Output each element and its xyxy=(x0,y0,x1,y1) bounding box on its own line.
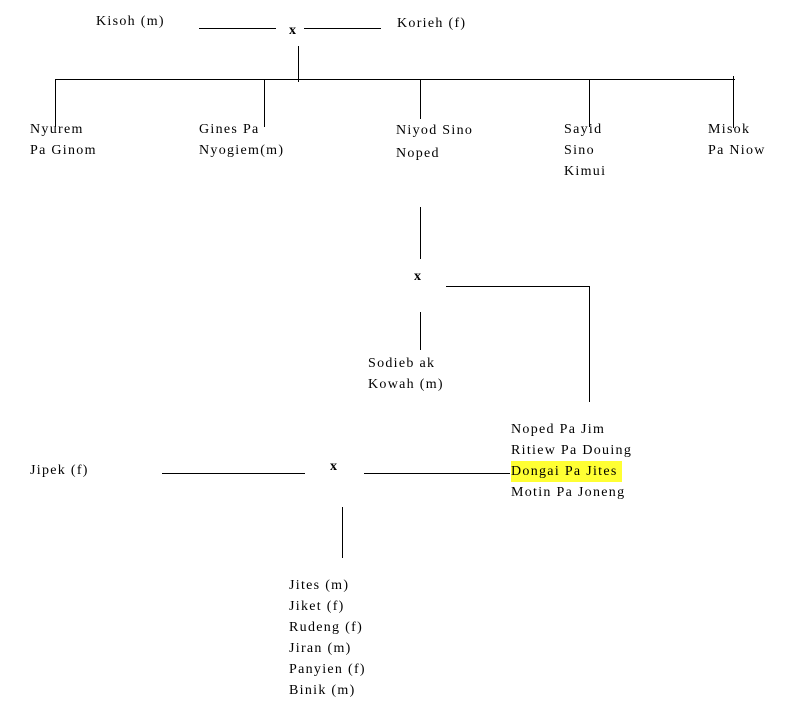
name-line: Noped xyxy=(396,146,440,161)
name-line: Niyod Sino xyxy=(396,123,474,138)
person-nyurem: Nyurem Pa Ginom xyxy=(30,119,97,161)
descent-line-2 xyxy=(420,312,421,350)
wife-item: Motin Pa Joneng xyxy=(511,485,626,500)
descent-line-1 xyxy=(298,46,299,82)
person-niyod: Niyod Sino Noped xyxy=(396,119,473,165)
drop-nyurem xyxy=(55,79,56,127)
name-line: Kowah (m) xyxy=(368,377,444,392)
name-line: Kimui xyxy=(564,164,607,179)
marriage-mark-3: x xyxy=(330,459,337,474)
name-line: Sodieb ak xyxy=(368,356,436,371)
descent-line-3 xyxy=(342,507,343,558)
person-kisoh: Kisoh (m) xyxy=(96,14,165,29)
child-item: Jiran (m) xyxy=(289,641,352,656)
marriage-mark-1: x xyxy=(289,23,296,38)
child-item: Jites (m) xyxy=(289,578,350,593)
highlight-mark: Dongai Pa Jites xyxy=(511,461,622,482)
marriage-line-2 xyxy=(446,286,590,287)
drop-niyod xyxy=(420,79,421,119)
name-line: Nyurem xyxy=(30,122,84,137)
wife-item-highlighted: Dongai Pa Jites xyxy=(511,461,632,482)
child-item: Panyien (f) xyxy=(289,662,366,677)
child-item: Jiket (f) xyxy=(289,599,345,614)
marriage-line-right-3 xyxy=(364,473,510,474)
child-item: Binik (m) xyxy=(289,683,356,698)
sibling-bar xyxy=(55,79,735,80)
drop-misok xyxy=(733,76,734,128)
wife-item: Ritiew Pa Douing xyxy=(511,443,633,458)
child-item: Rudeng (f) xyxy=(289,620,364,635)
name-line: Gines Pa xyxy=(199,122,260,137)
name-line: Sino xyxy=(564,143,595,158)
marriage-mark-2: x xyxy=(414,269,421,284)
person-sodiebak: Sodieb ak Kowah (m) xyxy=(368,353,444,395)
wives-link-line xyxy=(589,286,590,402)
drop-sayid xyxy=(589,79,590,127)
niyod-down-line xyxy=(420,207,421,259)
person-sayid: Sayid Sino Kimui xyxy=(564,119,606,182)
person-jipek: Jipek (f) xyxy=(30,463,89,478)
name-line: Nyogiem(m) xyxy=(199,143,285,158)
wife-item: Noped Pa Jim xyxy=(511,422,606,437)
name-line: Pa Niow xyxy=(708,143,766,158)
children-list: Jites (m) Jiket (f) Rudeng (f) Jiran (m)… xyxy=(289,575,366,701)
marriage-line-left-1 xyxy=(199,28,276,29)
name-line: Misok xyxy=(708,122,751,137)
person-korieh: Korieh (f) xyxy=(397,16,467,31)
person-misok: Misok Pa Niow xyxy=(708,119,766,161)
drop-gines xyxy=(264,79,265,127)
person-gines: Gines Pa Nyogiem(m) xyxy=(199,119,284,161)
name-line: Sayid xyxy=(564,122,603,137)
marriage-line-right-1 xyxy=(304,28,381,29)
name-line: Pa Ginom xyxy=(30,143,97,158)
marriage-line-left-3 xyxy=(162,473,305,474)
wives-list: Noped Pa Jim Ritiew Pa Douing Dongai Pa … xyxy=(511,419,632,503)
